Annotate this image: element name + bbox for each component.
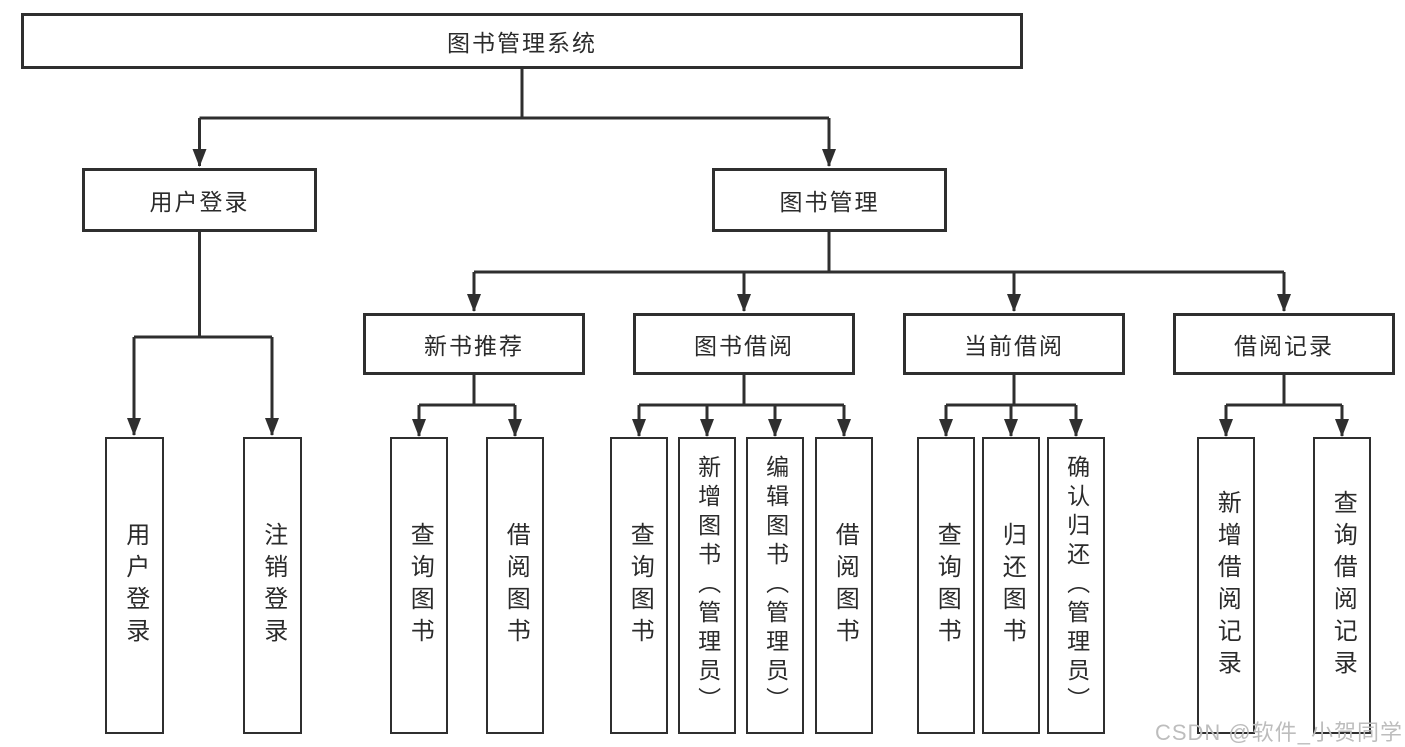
leaf-confirm-return-admin-label: 确认归还（管理员） [1063, 455, 1090, 716]
leaf-add-borrow-record-label: 新增借阅记录 [1213, 489, 1241, 682]
trunk-book-borrowing [639, 375, 844, 407]
node-book-management-label: 图书管理 [779, 189, 880, 215]
leaf-edit-books-admin-label: 编辑图书（管理员） [762, 455, 789, 716]
leaf-edit-books-admin: 编辑图书（管理员） [746, 437, 804, 734]
leaf-logout-label: 注销登录 [259, 521, 287, 650]
leaf-user-login-label: 用户登录 [121, 521, 149, 650]
node-current-borrowing-label: 当前借阅 [964, 333, 1064, 359]
leaf-logout: 注销登录 [243, 437, 302, 734]
leaf-return-books: 归还图书 [982, 437, 1040, 734]
node-book-management-system-label: 图书管理系统 [447, 30, 597, 56]
leaf-query-books-current: 查询图书 [917, 437, 975, 734]
node-book-borrowing-label: 图书借阅 [694, 333, 794, 359]
csdn-watermark: CSDN @软件_小贺同学 [1154, 720, 1403, 745]
leaf-add-books-admin: 新增图书（管理员） [678, 437, 736, 734]
trunk-new-book-recommendation [419, 375, 515, 407]
trunk-user-login [134, 232, 272, 339]
leaf-query-books-current-label: 查询图书 [933, 521, 961, 650]
node-borrowing-records-label: 借阅记录 [1234, 333, 1334, 359]
leaf-confirm-return-admin: 确认归还（管理员） [1047, 437, 1105, 734]
node-current-borrowing: 当前借阅 [903, 313, 1125, 375]
leaf-borrow-books-recommend-label: 借阅图书 [502, 521, 530, 650]
leaf-borrow-books-borrowing: 借阅图书 [815, 437, 873, 734]
leaf-borrow-books-borrowing-label: 借阅图书 [831, 521, 859, 650]
leaf-add-borrow-record: 新增借阅记录 [1197, 437, 1255, 734]
node-new-book-recommendation: 新书推荐 [363, 313, 585, 375]
leaf-return-books-label: 归还图书 [998, 521, 1026, 650]
leaf-borrow-books-recommend: 借阅图书 [486, 437, 544, 734]
leaf-query-books-borrowing: 查询图书 [610, 437, 668, 734]
node-borrowing-records: 借阅记录 [1173, 313, 1395, 375]
leaf-query-borrow-record-label: 查询借阅记录 [1329, 489, 1357, 682]
leaf-query-books-recommend: 查询图书 [390, 437, 448, 734]
leaf-query-borrow-record: 查询借阅记录 [1313, 437, 1371, 734]
leaf-query-books-recommend-label: 查询图书 [406, 521, 434, 650]
node-user-login-label: 用户登录 [149, 189, 250, 215]
node-book-borrowing: 图书借阅 [633, 313, 855, 375]
leaf-add-books-admin-label: 新增图书（管理员） [694, 455, 721, 716]
node-book-management-system: 图书管理系统 [21, 13, 1023, 69]
leaf-query-books-borrowing-label: 查询图书 [626, 521, 654, 650]
leaf-user-login: 用户登录 [105, 437, 164, 734]
trunk-root [199, 69, 829, 120]
node-new-book-recommendation-label: 新书推荐 [424, 333, 524, 359]
node-user-login: 用户登录 [82, 168, 317, 232]
trunk-current-borrowing [946, 375, 1076, 407]
node-book-management: 图书管理 [712, 168, 947, 232]
trunk-book-management [474, 232, 1284, 274]
trunk-borrowing-records [1226, 375, 1342, 407]
